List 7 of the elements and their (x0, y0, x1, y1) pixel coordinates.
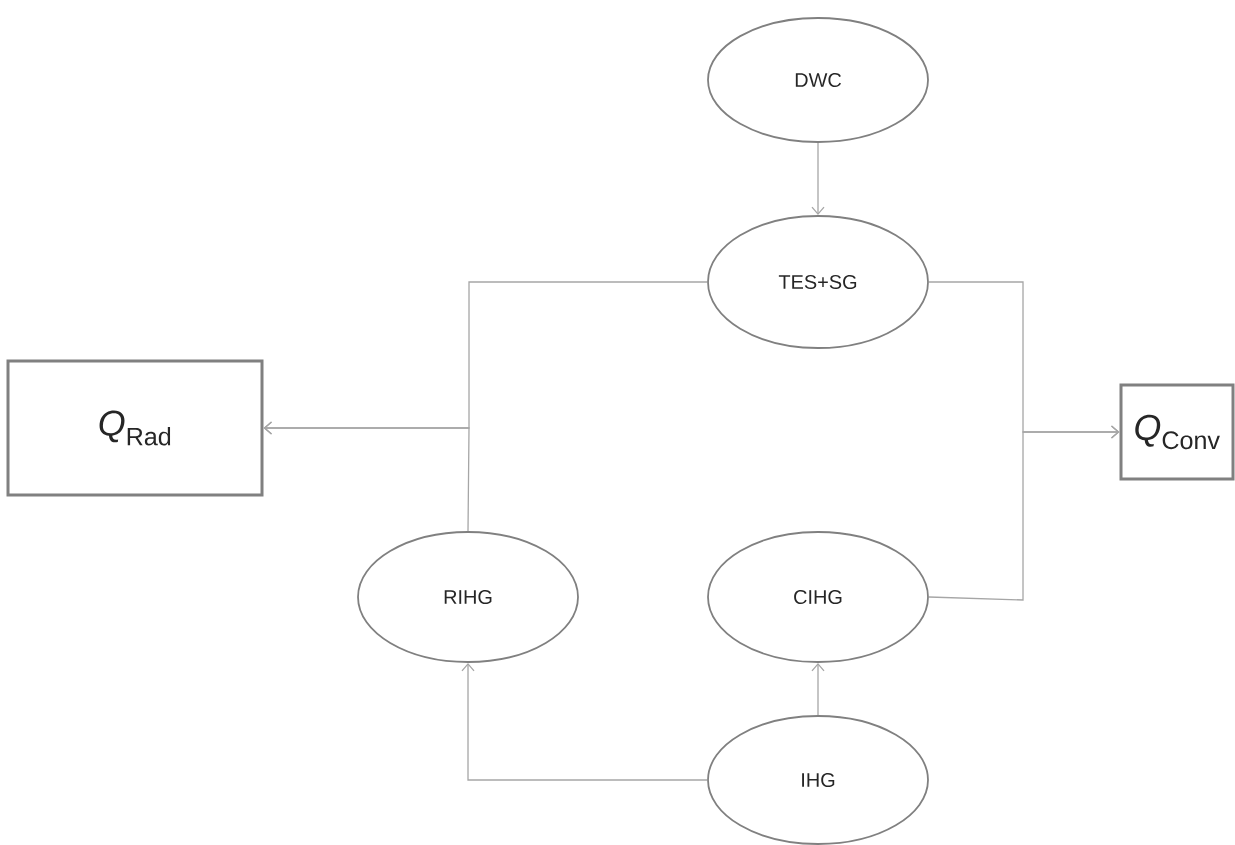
arrow (811, 662, 825, 716)
arrow (928, 425, 1120, 601)
arrow (263, 421, 470, 532)
output-box: Q$_{Rad}$ (6, 359, 264, 497)
arrow (811, 142, 825, 216)
output-box: Q$_{Conv}$ (1119, 383, 1235, 481)
arrow (461, 662, 708, 781)
